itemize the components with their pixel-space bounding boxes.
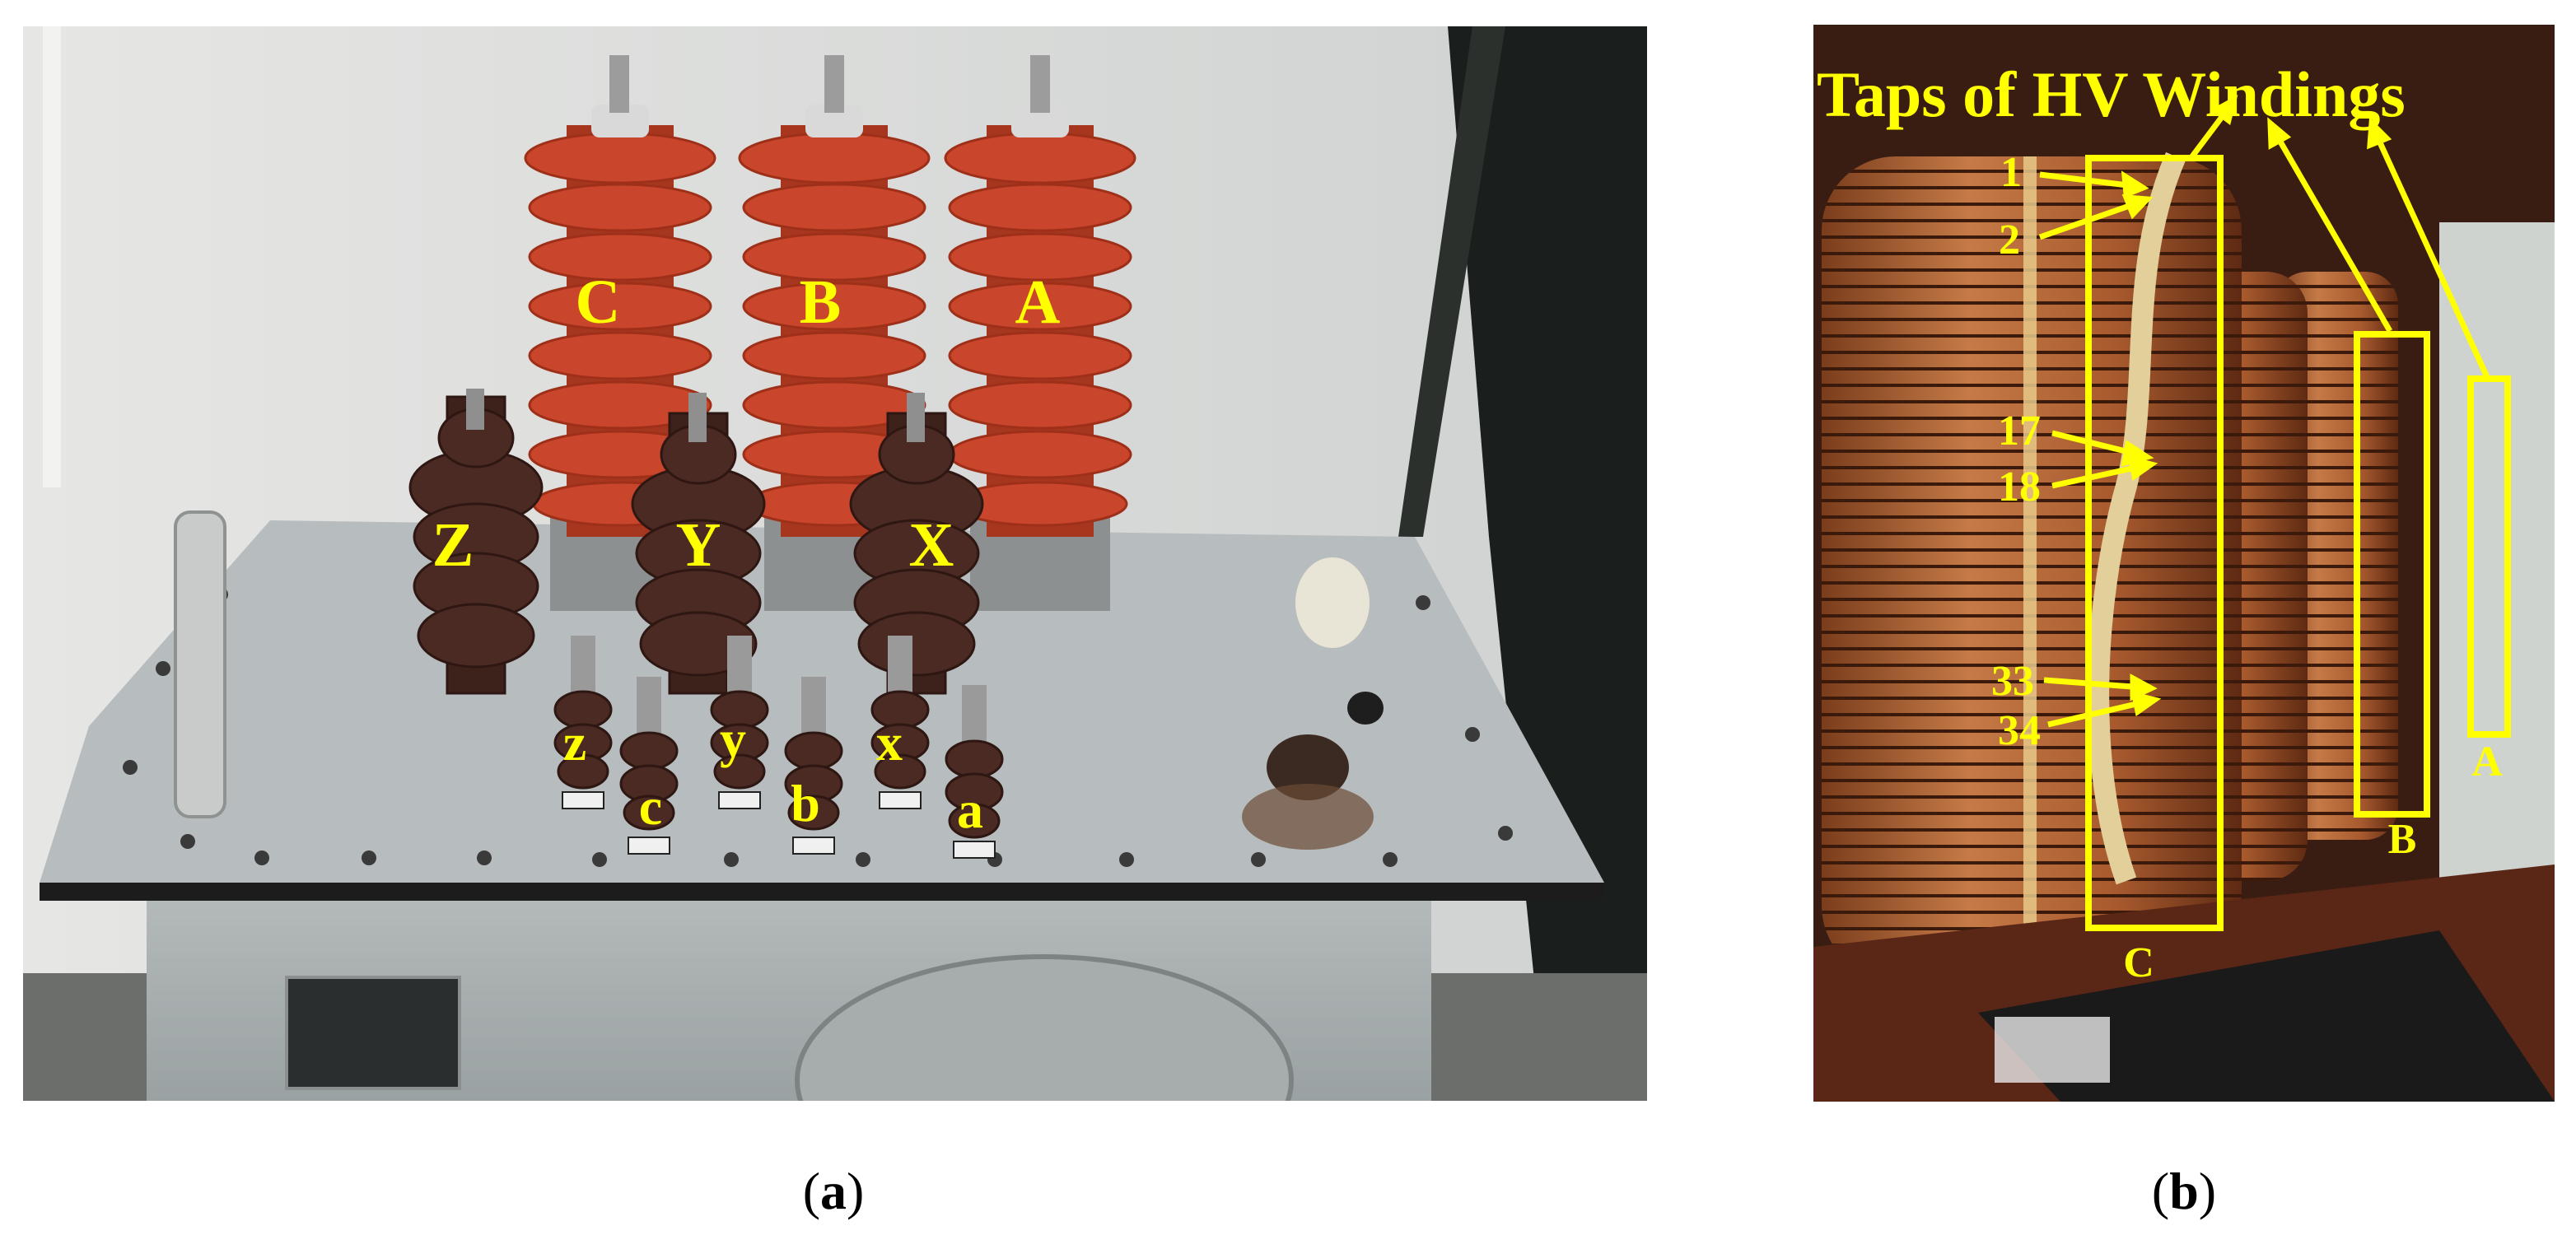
tap-number-17: 17 [1998, 408, 2041, 454]
arrester-a [944, 55, 1136, 611]
lv-bushings [553, 636, 1004, 839]
winding-label-c: C [2123, 939, 2154, 986]
photo-panel-a: C B A Z Y X z c y b x a [23, 26, 1647, 1101]
caption-b: (b) [2151, 1162, 2217, 1220]
label-bushing-c-lv: c [638, 777, 663, 836]
winding-label-b: B [2387, 816, 2417, 863]
label-bushing-y-lv: y [720, 710, 746, 768]
label-arrester-b: B [799, 268, 842, 337]
label-bushing-z: Z [432, 510, 474, 580]
tap-number-34: 34 [1998, 707, 2041, 754]
hv-bushings [408, 389, 984, 695]
windings-photo [1813, 25, 2555, 1102]
label-bushing-z-lv: z [562, 713, 587, 771]
label-arrester-c: C [575, 268, 621, 337]
winding-label-a: A [2471, 739, 2503, 785]
bushing-y [631, 393, 766, 695]
tap-number-2: 2 [1999, 217, 2020, 263]
label-bushing-y: Y [675, 510, 721, 580]
photo-panel-b: Taps of HV Windings 1 2 17 18 33 34 C B … [1813, 25, 2555, 1102]
bushing-x [849, 393, 984, 695]
tap-number-18: 18 [1998, 464, 2041, 510]
windings-title: Taps of HV Windings [1817, 58, 2406, 130]
transformer-photo [23, 26, 1647, 1101]
tap-number-33: 33 [1991, 658, 2034, 705]
label-bushing-a-lv: a [957, 781, 983, 839]
label-bushing-x-lv: x [876, 713, 903, 771]
label-bushing-b-lv: b [791, 774, 820, 832]
tap-number-1: 1 [2000, 149, 2022, 196]
caption-a: (a) [802, 1162, 865, 1220]
bushing-z [408, 389, 544, 695]
arrester-b [738, 55, 931, 611]
label-bushing-x: X [908, 510, 954, 580]
tap-highlight-boxes [2085, 155, 2511, 931]
label-arrester-a: A [1015, 268, 1061, 337]
